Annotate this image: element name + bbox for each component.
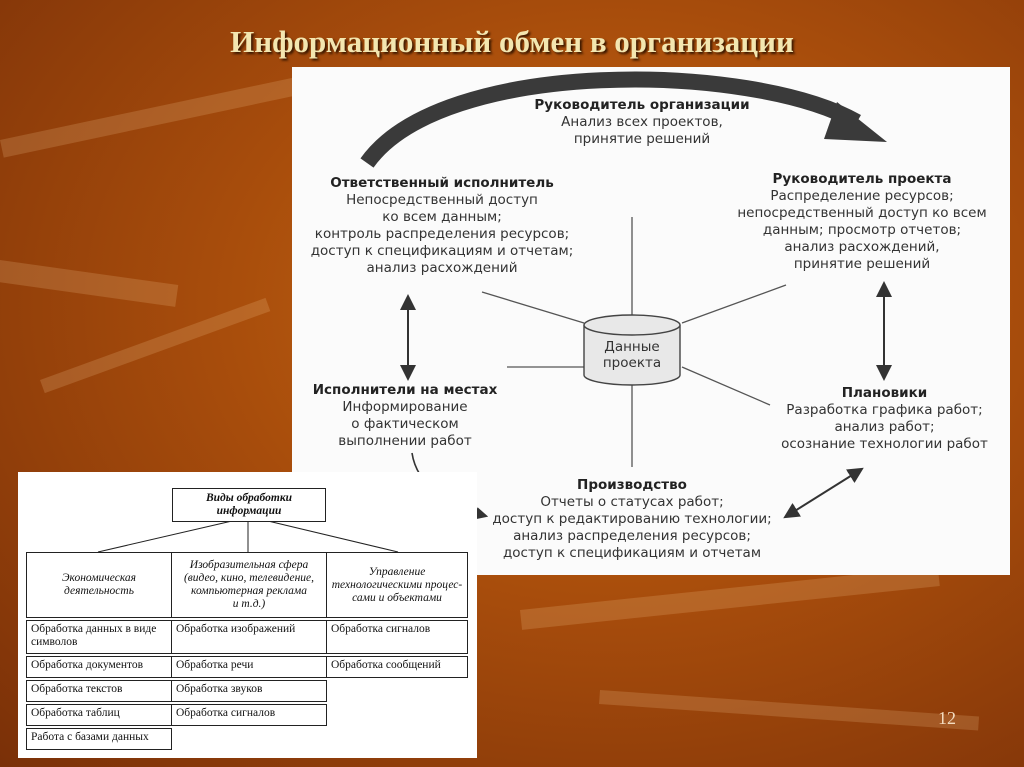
table-cell: Обработка звуков xyxy=(171,680,327,702)
slide-title: Информационный обмен в организации xyxy=(230,24,794,59)
tree-connectors xyxy=(97,520,399,553)
processing-types-table: Виды обработки информации Экономическая … xyxy=(18,472,477,758)
node-local-workers: Исполнители на местах Информирование о ф… xyxy=(312,382,498,449)
column-header-economic: Экономическая деятельность xyxy=(26,552,172,618)
spoke xyxy=(681,284,787,324)
table-cell: Обработка изображений xyxy=(171,620,327,654)
table-cell: Работа с базами данных xyxy=(26,728,172,750)
table-cell: Обработка данных в виде символов xyxy=(26,620,172,654)
node-planners: Плановики Разработка графика работ; анал… xyxy=(781,385,988,452)
table-cell: Обработка сигналов xyxy=(171,704,327,726)
background-streak xyxy=(0,77,298,158)
table-cell: Обработка документов xyxy=(26,656,172,678)
center-node-label: Данные проекта xyxy=(602,339,662,371)
tree-root: Виды обработки информации xyxy=(172,488,326,522)
curved-arrow-head xyxy=(824,102,887,142)
node-org-head: Руководитель организации Анализ всех про… xyxy=(534,97,750,147)
double-arrow xyxy=(783,467,864,519)
page-number: 12 xyxy=(938,708,956,728)
column-header-control: Управление технологическими процес- сами… xyxy=(326,552,468,618)
table-cell: Обработка сигналов xyxy=(326,620,468,654)
background-streak xyxy=(599,690,980,731)
database-cylinder-icon xyxy=(583,314,681,386)
diagram-connectors xyxy=(360,71,892,520)
column-header-visual: Изобразительная сфера (видео, кино, теле… xyxy=(171,552,327,618)
node-project-head: Руководитель проекта Распределение ресур… xyxy=(737,171,987,272)
spoke xyxy=(681,366,771,406)
node-production: Производство Отчеты о статусах работ; до… xyxy=(492,477,772,561)
node-responsible: Ответственный исполнитель Непосредственн… xyxy=(310,175,574,276)
background-streak xyxy=(0,260,179,307)
spoke xyxy=(481,291,585,324)
curved-arrow xyxy=(360,71,861,168)
background-streak xyxy=(520,566,940,630)
table-cell: Обработка таблиц xyxy=(26,704,172,726)
table-cell: Обработка речи xyxy=(171,656,327,678)
table-cell: Обработка сообщений xyxy=(326,656,468,678)
table-cell: Обработка текстов xyxy=(26,680,172,702)
background-streak xyxy=(40,297,271,394)
